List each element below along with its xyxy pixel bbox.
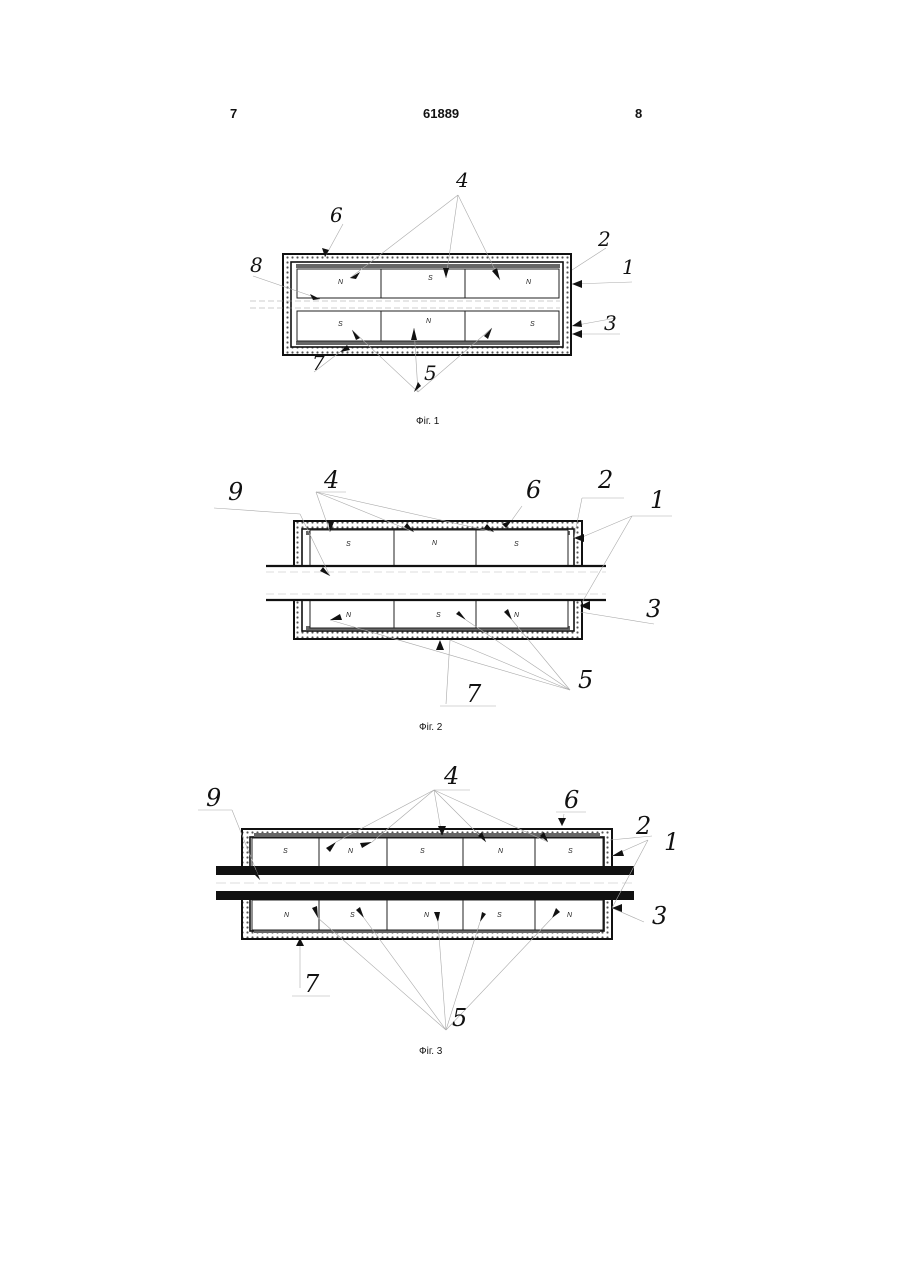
fig2-label-3: 3 xyxy=(646,595,661,623)
fig1-label-4: 4 xyxy=(455,168,469,192)
fig1-magnet-row-top xyxy=(297,269,559,298)
fig3-pole-top-5: S xyxy=(568,848,573,855)
fig1-pole-bottom-1: S xyxy=(338,321,343,328)
fig2-magnet-row-top xyxy=(310,530,568,566)
fig2-pole-top-3: S xyxy=(514,541,519,548)
fig2-label-6: 6 xyxy=(526,476,541,504)
fig3-pole-bottom-4: S xyxy=(497,912,502,919)
fig1-pole-bottom-3: S xyxy=(530,321,535,328)
fig3-label-4: 4 xyxy=(443,762,459,790)
fig2-label-5: 5 xyxy=(578,666,593,694)
fig3-label-3: 3 xyxy=(652,902,667,930)
fig1-liner-bottom xyxy=(296,341,560,345)
fig2-label-7: 7 xyxy=(466,680,482,708)
fig3-pole-top-3: S xyxy=(420,848,425,855)
fig1-magnet-row-bottom xyxy=(297,311,559,341)
fig1-magnet xyxy=(465,311,559,341)
fig2-magnet xyxy=(476,530,568,566)
fig2-label-9: 9 xyxy=(228,478,243,506)
fig1-label-7: 7 xyxy=(312,351,325,375)
fig2-magnet xyxy=(394,530,476,566)
figure-1: N S N S N S xyxy=(250,168,635,392)
fig3-label-1: 1 xyxy=(664,828,679,856)
fig3-liner-top xyxy=(254,833,600,837)
figure-3: S N S N S N S N S N xyxy=(198,762,679,1032)
fig3-shaft-bottom-wall xyxy=(216,891,634,900)
fig1-magnet xyxy=(465,269,559,298)
fig3-label-9: 9 xyxy=(206,784,221,812)
fig1-label-2: 2 xyxy=(597,227,611,251)
fig2-pole-top-1: S xyxy=(346,541,351,548)
fig3-label-6: 6 xyxy=(564,786,579,814)
fig3-label-2: 2 xyxy=(635,812,651,840)
fig2-magnet xyxy=(476,600,568,628)
fig1-label-5: 5 xyxy=(424,361,437,385)
figure-2-caption: Фіг. 2 xyxy=(419,722,442,733)
fig2-magnet xyxy=(394,600,476,628)
fig2-shaft xyxy=(266,566,606,600)
fig1-magnet xyxy=(381,269,465,298)
fig2-magnet xyxy=(310,600,394,628)
fig1-liner-top xyxy=(296,264,560,268)
fig1-label-1: 1 xyxy=(622,255,635,279)
fig3-magnet xyxy=(387,838,463,868)
fig3-label-5: 5 xyxy=(452,1004,467,1032)
fig1-pole-top-2: S xyxy=(428,275,433,282)
fig2-label-1: 1 xyxy=(650,486,665,514)
fig3-pole-top-1: S xyxy=(283,848,288,855)
fig2-pole-bottom-2: S xyxy=(436,612,441,619)
fig3-magnet-row-top xyxy=(252,838,603,868)
fig3-label-7: 7 xyxy=(304,970,320,998)
figure-1-caption: Фіг. 1 xyxy=(416,416,439,427)
fig1-label-8: 8 xyxy=(250,253,263,277)
fig1-label-3: 3 xyxy=(604,311,617,335)
figure-3-caption: Фіг. 3 xyxy=(419,1046,442,1057)
fig1-magnet xyxy=(381,311,465,341)
fig1-label-6: 6 xyxy=(330,203,343,227)
fig2-label-4: 4 xyxy=(323,466,339,494)
fig3-shaft-top-wall xyxy=(216,866,634,875)
figure-2: S N S N S N xyxy=(214,466,672,708)
fig3-pole-bottom-2: S xyxy=(350,912,355,919)
fig2-label-2: 2 xyxy=(597,466,613,494)
